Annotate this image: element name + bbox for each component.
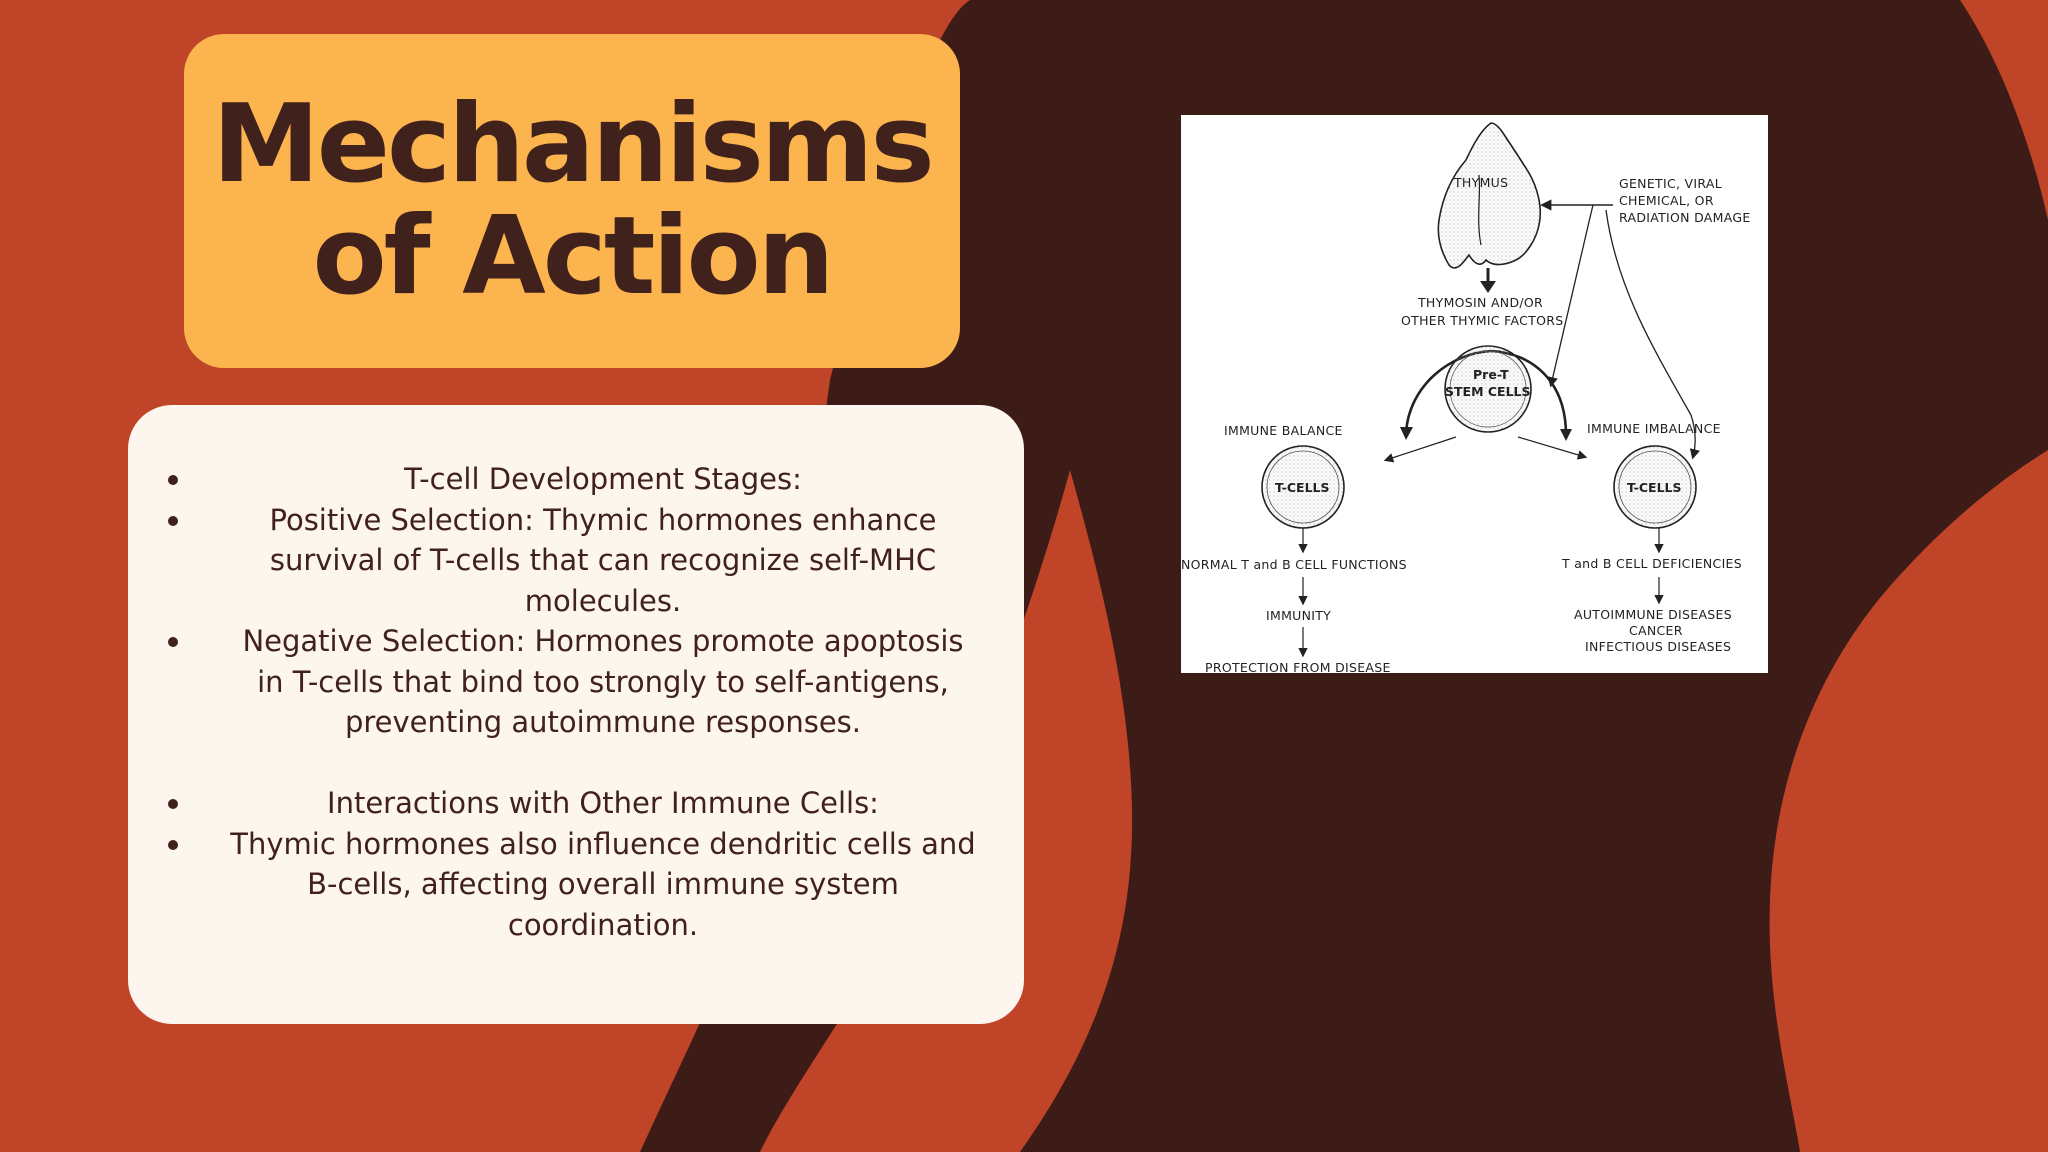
diseases-line-3: INFECTIOUS DISEASES [1585, 639, 1731, 654]
bullet-text: Negative Selection: Hormones promote apo… [242, 624, 964, 739]
bullet-dot-icon [168, 475, 178, 485]
immune-imbalance-label: IMMUNE IMBALANCE [1587, 421, 1721, 436]
t-cells-right-label: T-CELLS [1627, 480, 1682, 495]
immunity-label: IMMUNITY [1266, 608, 1331, 623]
bullet-item: Negative Selection: Hormones promote apo… [168, 621, 984, 743]
bullet-text: Thymic hormones also influence dendritic… [230, 826, 976, 942]
bullet-text: Interactions with Other Immune Cells: [327, 786, 879, 820]
bullet-spacer [168, 743, 984, 784]
bullet-list: T-cell Development Stages: Positive Sele… [168, 459, 984, 945]
thymus-diagram: THYMUS GENETIC, VIRAL CHEMICAL, OR RADIA… [1181, 115, 1768, 673]
bullet-item: Thymic hormones also influence dendritic… [168, 824, 984, 946]
stem-cells-line-1: Pre-T [1473, 367, 1509, 382]
factors-line-1: THYMOSIN AND/OR [1417, 295, 1543, 310]
bullet-item: Positive Selection: Thymic hormones enha… [168, 500, 984, 622]
factors-line-2: OTHER THYMIC FACTORS [1401, 313, 1563, 328]
bullet-dot-icon [168, 515, 178, 526]
title-line-1: Mechanisms [212, 82, 935, 207]
deficiencies-label: T and B CELL DEFICIENCIES [1561, 556, 1742, 571]
title-line-2: of Action [312, 194, 834, 319]
bullet-dot-icon [168, 799, 178, 809]
diseases-line-1: AUTOIMMUNE DISEASES [1574, 607, 1732, 622]
content-card: T-cell Development Stages: Positive Sele… [128, 405, 1024, 1024]
stem-cells-line-2: STEM CELLS [1445, 384, 1531, 399]
diseases-line-2: CANCER [1629, 623, 1683, 638]
immune-balance-label: IMMUNE BALANCE [1224, 423, 1343, 438]
t-cells-left-label: T-CELLS [1275, 480, 1330, 495]
protection-label: PROTECTION FROM DISEASE [1205, 660, 1391, 673]
title-card: Mechanisms of Action [184, 34, 960, 368]
thymus-organ-icon [1437, 122, 1542, 269]
bullet-dot-icon [168, 637, 178, 647]
bullet-text: T-cell Development Stages: [404, 462, 802, 496]
damage-line-3: RADIATION DAMAGE [1619, 210, 1751, 225]
bullet-item: Interactions with Other Immune Cells: [168, 783, 984, 824]
t-cells-right-icon [1613, 445, 1697, 529]
bullet-text: Positive Selection: Thymic hormones enha… [269, 502, 937, 618]
damage-line-2: CHEMICAL, OR [1619, 193, 1714, 208]
bullet-item: T-cell Development Stages: [168, 459, 984, 500]
thymus-label: THYMUS [1453, 175, 1508, 190]
normal-functions-label: NORMAL T and B CELL FUNCTIONS [1181, 557, 1407, 572]
stem-cells-icon [1444, 345, 1532, 433]
bullet-dot-icon [168, 839, 178, 850]
damage-line-1: GENETIC, VIRAL [1619, 176, 1722, 191]
